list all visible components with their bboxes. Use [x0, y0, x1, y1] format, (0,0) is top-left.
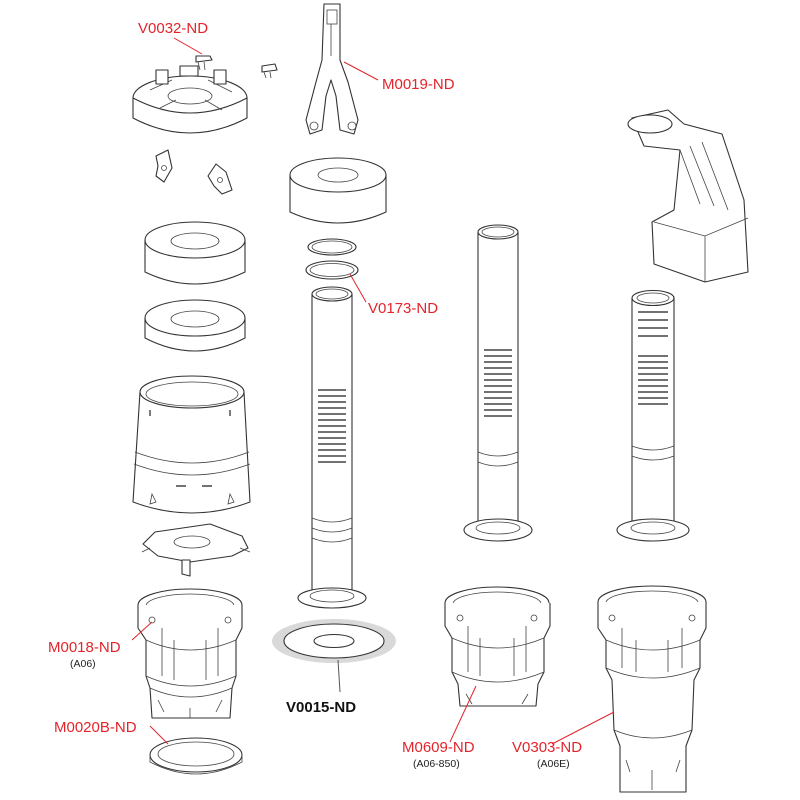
overflow-hood-part [627, 109, 749, 283]
float-cylinder-part [132, 375, 251, 514]
float-ring-center-part [289, 157, 387, 224]
label-m0019: M0019-ND [382, 76, 455, 93]
label-m0018-sub: (A06) [70, 658, 96, 670]
top-cap-part [132, 65, 248, 134]
overflow-tube-center-part [297, 286, 367, 609]
valve-body-v0303-part [597, 585, 707, 793]
overflow-tube-far-right-part [616, 289, 690, 542]
label-m0018: M0018-ND [48, 639, 121, 656]
overflow-tube-right-part [463, 224, 533, 542]
label-m0020b: M0020B-ND [54, 719, 137, 736]
label-m0609: M0609-ND [402, 739, 475, 756]
label-v0303: V0303-ND [512, 739, 582, 756]
clip-part [207, 163, 233, 195]
label-v0173: V0173-ND [368, 300, 438, 317]
lever-m0019-part [305, 3, 359, 135]
float-ring-upper-part [144, 221, 246, 285]
label-v0032: V0032-ND [138, 20, 208, 37]
seal-ring-m0020b-part [149, 737, 243, 775]
label-v0303-sub: (A06E) [537, 758, 570, 770]
screw-part [195, 55, 213, 71]
screw-part [261, 63, 278, 79]
clip-part [155, 149, 173, 183]
valve-body-m0018-part [137, 588, 243, 719]
gasket-v0015-part [272, 619, 396, 663]
label-v0015: V0015-ND [286, 699, 356, 716]
valve-body-m0609-part [444, 586, 551, 707]
bottom-plate-part [141, 523, 251, 577]
label-m0609-sub: (A06-850) [413, 758, 460, 770]
float-ring-lower-part [144, 299, 246, 352]
o-ring-v0173-part [305, 238, 359, 280]
leader-lines [131, 37, 615, 745]
